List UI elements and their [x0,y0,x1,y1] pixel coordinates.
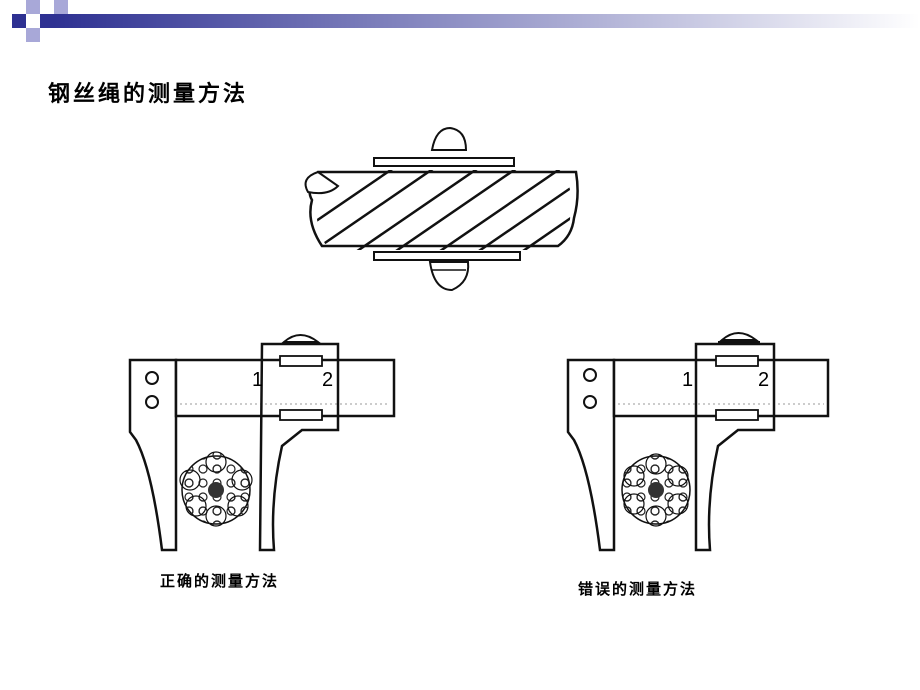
rope-cross-section [179,451,253,527]
caliper-wrong: 1 2 [566,332,830,552]
mark-2-left: 2 [322,369,333,391]
jaw-hole-top [145,371,159,385]
fixed-jaw [566,358,616,552]
slide-title: 钢丝绳的测量方法 [48,82,249,107]
jaw-hole-bottom [145,395,159,409]
caliper-correct: 1 2 [128,334,396,552]
mark-2-right: 2 [758,369,769,391]
thumb-screw [281,334,321,343]
mark-1-right: 1 [682,369,693,391]
jaw-hole-top [583,368,597,382]
slider-jaw [258,342,340,552]
slider-jaw [694,342,776,552]
top-plate [373,157,515,167]
deco-square-1 [12,14,26,28]
correct-method-caption: 正确的测量方法 [160,572,280,590]
caliper-beam [612,358,830,418]
fixed-jaw [128,358,178,552]
mark-1-left: 1 [252,369,263,391]
caliper-beam [174,358,396,418]
thumb-screw [719,332,759,341]
rope-cross-section [621,453,691,527]
header-bar [54,14,920,28]
deco-square-2 [26,0,40,14]
jaw-hole-bottom [583,395,597,409]
bottom-plate [373,251,521,261]
bottom-bolt [428,261,470,292]
deco-square-5 [54,0,68,14]
top-bolt [430,126,468,151]
header-decoration [12,0,920,42]
wrong-method-caption: 错误的测量方法 [578,580,698,598]
rope-clamp-diagram [304,126,579,292]
deco-square-4 [26,28,40,42]
deco-square-3 [40,14,54,28]
rope-body [308,170,579,248]
